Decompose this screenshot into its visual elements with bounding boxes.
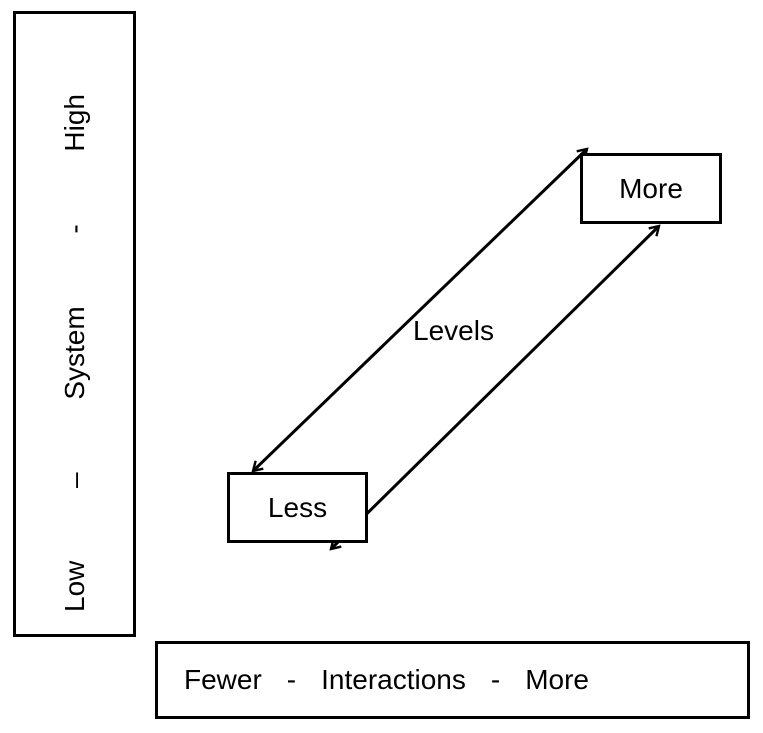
horizontal-axis-box: Fewer - Interactions - More <box>155 641 750 719</box>
v-axis-dash: - <box>58 224 90 234</box>
h-axis-label-fewer: Fewer <box>184 664 262 695</box>
v-axis-dash: – <box>58 472 90 488</box>
h-axis-dash: - <box>490 664 501 695</box>
v-axis-label-high: High <box>58 94 90 152</box>
connector-upper-line <box>253 149 587 471</box>
connector-lower-line <box>331 226 659 549</box>
h-axis-dash: - <box>286 664 297 695</box>
v-axis-label-system: System <box>58 306 90 400</box>
node-more-label: More <box>619 172 683 204</box>
node-less-label: Less <box>267 491 328 523</box>
vertical-axis-box: Low – System - High <box>13 11 136 637</box>
node-more: More <box>580 153 722 224</box>
levels-band-label: Levels <box>413 315 494 346</box>
v-axis-label-low: Low <box>58 560 90 612</box>
h-axis-label-more: More <box>525 664 589 695</box>
h-axis-label-interactions: Interactions <box>321 664 466 695</box>
vertical-axis-text: Low – System - High <box>16 14 133 634</box>
node-less: Less <box>227 472 368 543</box>
